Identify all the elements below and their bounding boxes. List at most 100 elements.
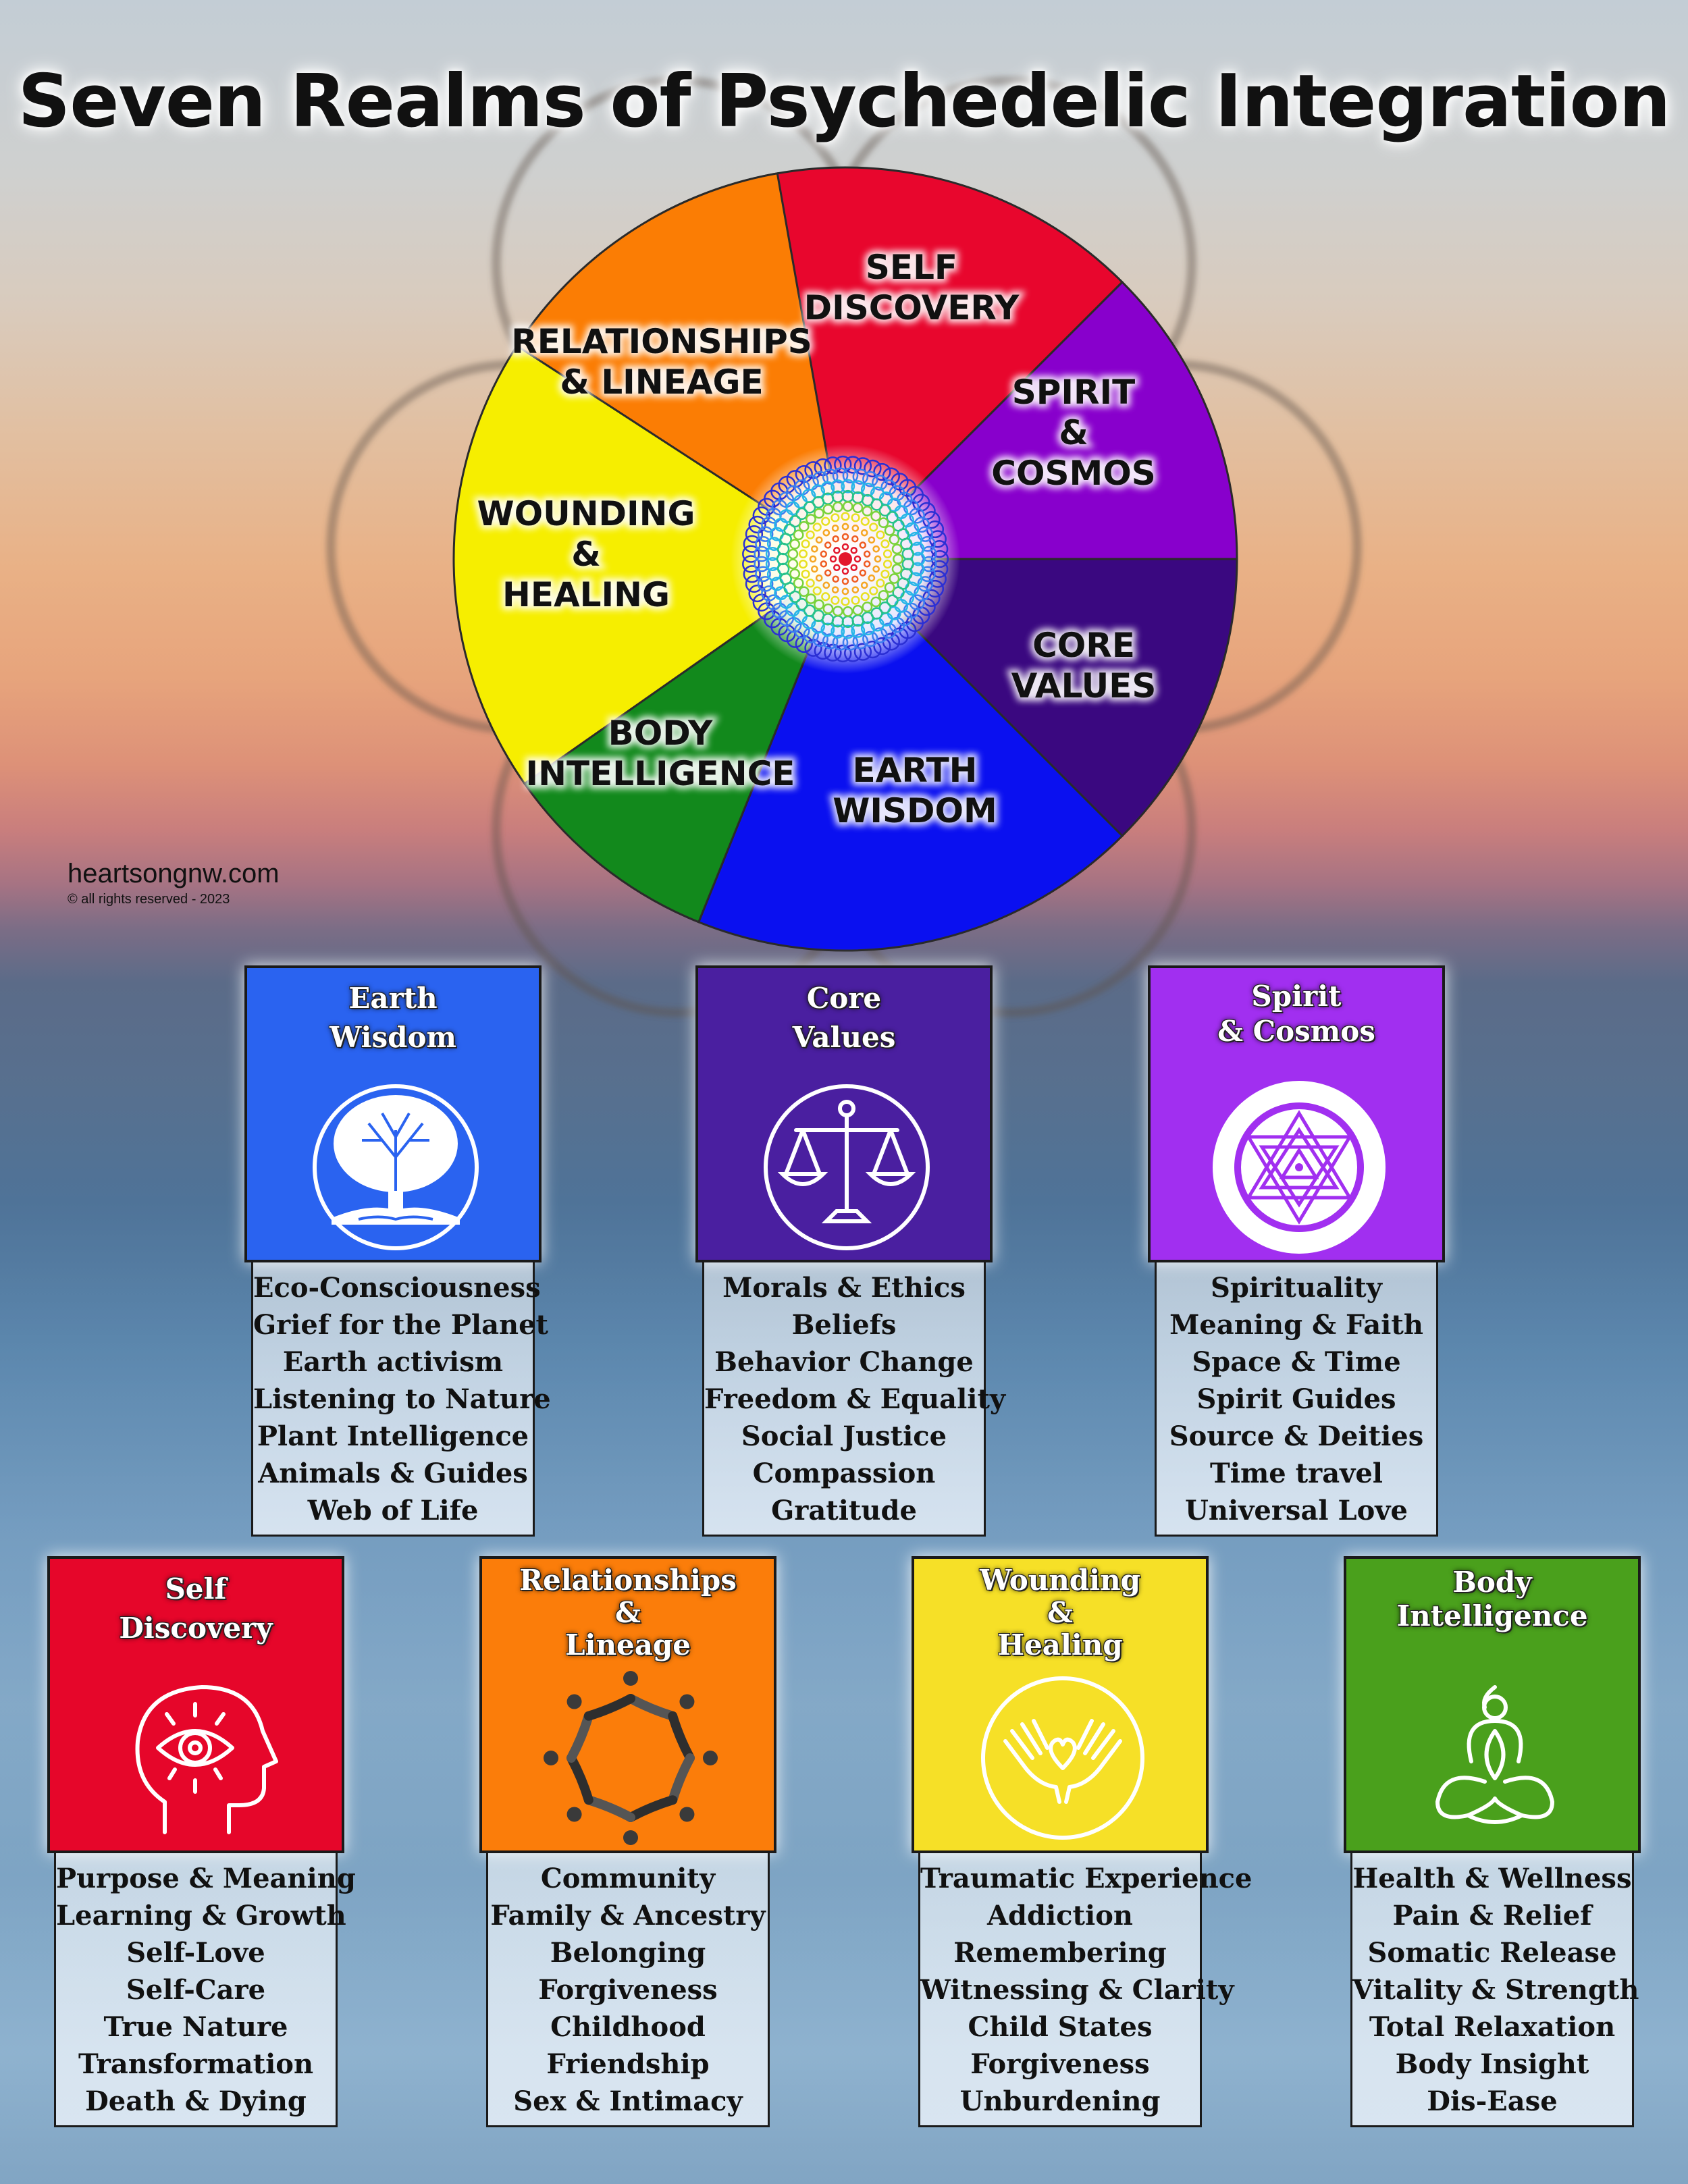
- realm-card-earth-wisdom: Earth Wisdom Eco-Consciousness Grief for…: [244, 965, 551, 1537]
- topic-item: Traumatic Experience: [920, 1863, 1252, 1894]
- topic-item: Spirituality: [1211, 1272, 1382, 1304]
- wheel-wedge-core-values: [843, 558, 1238, 838]
- mandala-dot: [852, 604, 864, 616]
- mandala-dot: [891, 543, 903, 555]
- mandala-dot: [859, 541, 867, 549]
- topic-item: Source & Deities: [1169, 1420, 1424, 1452]
- person-head: [679, 1694, 695, 1709]
- topic-item: Spirit Guides: [1196, 1383, 1396, 1415]
- realm-title-line: Values: [792, 1021, 896, 1054]
- realm-header: Self Discovery: [47, 1556, 344, 1853]
- topic-item: Witnessing & Clarity: [920, 1974, 1234, 2006]
- mandala-dot: [901, 548, 914, 560]
- mandala-dot: [878, 601, 891, 614]
- mandala-dot: [889, 534, 900, 545]
- topic-item: Universal Love: [1185, 1495, 1408, 1526]
- mandala-dot: [832, 575, 839, 583]
- mandala-dot: [841, 512, 850, 521]
- mandala-dot: [851, 575, 859, 583]
- realm-topic-list: Eco-Consciousness Grief for the Planet E…: [251, 1262, 551, 1537]
- mandala-dot: [743, 565, 761, 583]
- mandala-dot: [891, 563, 903, 575]
- mandala-dot: [841, 597, 850, 606]
- wheel-label-glow: WOUNDING&HEALING: [477, 494, 695, 614]
- mandala-dot: [869, 523, 878, 532]
- mandala-dot: [841, 533, 849, 541]
- mandala-dot: [830, 624, 845, 639]
- topic-item: Time travel: [1209, 1458, 1383, 1489]
- topic-item: Somatic Release: [1367, 1937, 1617, 1969]
- mandala-dot: [755, 566, 771, 583]
- topic-item: Vitality & Strength: [1352, 1974, 1639, 2006]
- website-credit: heartsongnw.com: [68, 859, 280, 888]
- realm-title: Relationships & Lineage: [482, 1564, 774, 1661]
- topic-item: Meaning & Faith: [1169, 1309, 1423, 1341]
- mandala-dot: [864, 459, 882, 478]
- realm-header: Spirit & Cosmos: [1148, 965, 1445, 1262]
- tree-of-life-icon: [313, 1084, 479, 1250]
- mandala-dot: [841, 523, 849, 531]
- mandala-dot: [822, 633, 839, 649]
- topic-item: Web of Life: [307, 1495, 479, 1526]
- mandala-dot: [820, 622, 835, 637]
- mandala-dot: [852, 502, 864, 514]
- mandala-dot: [821, 592, 830, 602]
- realm-topic-list: Community Family & Ancestry Belonging Fo…: [486, 1853, 770, 2127]
- mandala-dot: [880, 539, 890, 549]
- healing-hands-icon: [981, 1676, 1144, 1840]
- mandala-dot: [814, 599, 824, 610]
- mandala-dot: [833, 564, 841, 571]
- mandala-dot: [862, 506, 873, 516]
- realm-title: Earth Wisdom: [247, 979, 539, 1057]
- mandala-dot: [869, 586, 878, 595]
- meditation-figure-icon: [1435, 1685, 1554, 1824]
- wheel-wedge-spirit-cosmos: [843, 280, 1238, 560]
- mandala-dot: [878, 504, 891, 517]
- mandala-core: [839, 552, 852, 566]
- mandala-dot: [757, 576, 774, 592]
- mandala-dot: [884, 582, 895, 593]
- topic-item: Addiction: [987, 1900, 1133, 1932]
- wheel-wedge-wounding-healing: [452, 344, 847, 785]
- linked-arms: [626, 1795, 678, 1822]
- mandala-dot: [851, 586, 860, 593]
- topic-item: Space & Time: [1192, 1346, 1401, 1378]
- linked-arms: [583, 1795, 635, 1822]
- mandala-dot: [834, 455, 852, 474]
- topic-item: Pain & Relief: [1392, 1900, 1592, 1932]
- mandala-dot: [862, 471, 878, 487]
- mandala-dot: [868, 536, 876, 544]
- topic-item: Self-Love: [126, 1937, 265, 1969]
- topic-item: Sex & Intimacy: [513, 2085, 743, 2117]
- mandala-dot: [745, 525, 764, 543]
- mandala-dot: [812, 586, 822, 595]
- mandala-dot: [841, 624, 855, 639]
- mandala-dot: [822, 529, 830, 537]
- linked-arms: [583, 1694, 635, 1721]
- realm-title-line: Self: [165, 1572, 227, 1605]
- mandala-dot: [742, 545, 760, 563]
- mandala-dot: [820, 550, 828, 558]
- topic-item: Grief for the Planet: [253, 1309, 549, 1341]
- mandala-dot: [874, 555, 882, 563]
- mandala-dot: [814, 508, 824, 519]
- mandala-dot: [841, 577, 849, 585]
- topic-item: Beliefs: [791, 1309, 897, 1341]
- topic-item: Total Relaxation: [1369, 2011, 1616, 2043]
- person-head: [679, 1807, 695, 1822]
- mandala-dot: [886, 594, 899, 607]
- realm-card-spirit-cosmos: Spirit & Cosmos Sp: [1148, 965, 1445, 1537]
- mandala-dot: [745, 575, 764, 593]
- person-head: [623, 1671, 638, 1686]
- wheel-label-relationships-lineage: RELATIONSHIPS& LINEAGE: [511, 322, 812, 402]
- mandala-dot: [893, 554, 903, 564]
- realm-title-line: Wisdom: [329, 1021, 456, 1054]
- wheel-wedge-earth-wisdom: [697, 557, 1124, 952]
- topic-item: Behavior Change: [714, 1346, 974, 1378]
- topic-item: Forgiveness: [538, 1974, 718, 2006]
- realm-title-line: &: [615, 1596, 641, 1629]
- topic-item: Eco-Consciousness: [253, 1272, 541, 1304]
